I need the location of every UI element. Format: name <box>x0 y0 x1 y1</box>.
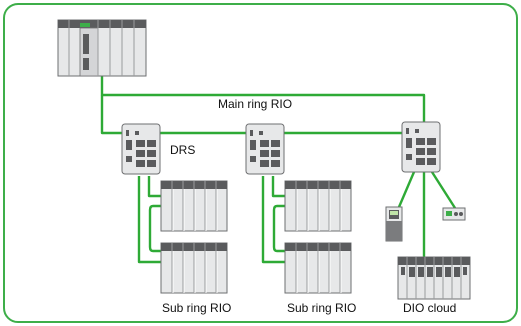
diagram-frame <box>3 3 518 323</box>
sub-ring-label-2: Sub ring RIO <box>287 301 357 315</box>
drs-switch-3 <box>401 121 441 173</box>
sub-ring-1-rack-top <box>160 180 228 232</box>
dio-cloud-label: DIO cloud <box>403 301 457 315</box>
drs-switch-1 <box>121 123 161 175</box>
sub-ring-cable-1 <box>137 176 161 264</box>
main-cpu-rack <box>57 19 147 77</box>
dio-rack <box>397 256 471 300</box>
variable-speed-drive <box>385 206 403 242</box>
sub-ring-cable-2 <box>261 176 285 264</box>
sub-ring-1-rack-bottom <box>160 242 228 294</box>
sub-ring-label-1: Sub ring RIO <box>162 301 232 315</box>
sub-ring-2-rack-bottom <box>284 242 352 294</box>
io-device <box>442 207 466 221</box>
sub-ring-2-rack-top <box>284 180 352 232</box>
drs-label: DRS <box>170 143 196 157</box>
main-ring-label: Main ring RIO <box>218 97 293 111</box>
dio-cloud-cable <box>397 171 457 257</box>
main-ring-cable <box>100 76 426 135</box>
drs-switch-2 <box>245 123 285 175</box>
